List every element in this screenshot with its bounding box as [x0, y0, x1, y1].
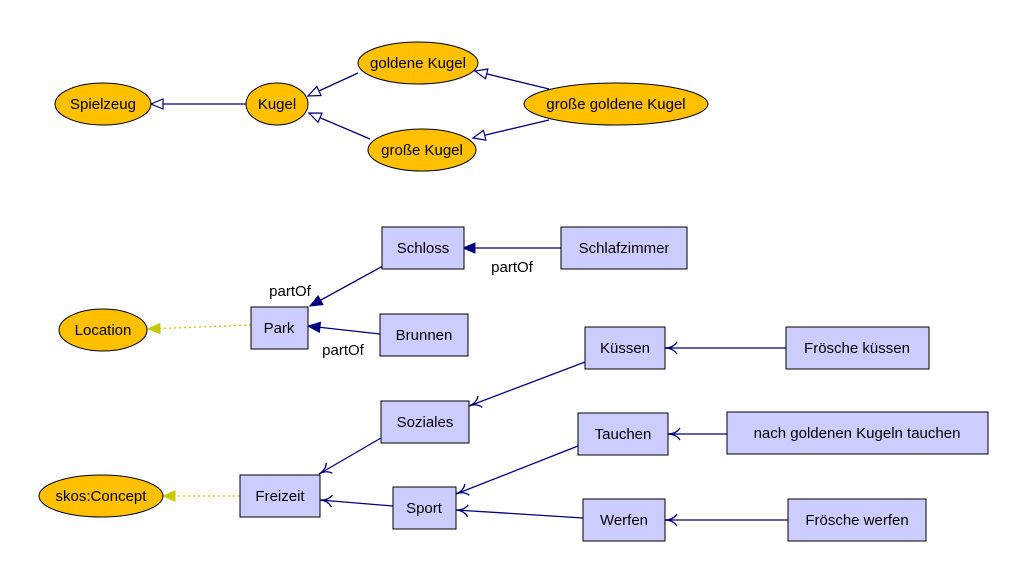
edge-park-location — [148, 325, 252, 329]
edge-kuessen-soziales — [468, 361, 586, 408]
node-froesche-werfen-label: Frösche werfen — [805, 512, 908, 529]
node-skos-concept-label: skos:Concept — [56, 488, 148, 505]
node-froesche-werfen[interactable]: Frösche werfen — [787, 498, 927, 542]
partof-edges — [308, 248, 561, 335]
node-froesche-kuessen-label: Frösche küssen — [804, 340, 910, 357]
broader-edges — [318, 341, 788, 527]
node-brunnen-label: Brunnen — [396, 327, 453, 344]
node-tauchen-label: Tauchen — [595, 426, 652, 443]
node-werfen[interactable]: Werfen — [582, 498, 666, 542]
edge-label-schloss-park: partOf — [269, 283, 312, 300]
node-spielzeug[interactable]: Spielzeug — [54, 82, 152, 126]
node-sport-label: Sport — [406, 500, 443, 517]
node-werfen-label: Werfen — [600, 512, 648, 529]
node-freizeit-label: Freizeit — [255, 488, 305, 505]
node-goldene-kugel-label: goldene Kugel — [370, 55, 466, 72]
node-schloss[interactable]: Schloss — [381, 226, 465, 270]
node-froesche-kuessen[interactable]: Frösche küssen — [785, 326, 930, 370]
node-nach-goldenen-kugeln-tauchen[interactable]: nach goldenen Kugeln tauchen — [726, 411, 989, 455]
node-sport[interactable]: Sport — [392, 486, 457, 530]
node-brunnen[interactable]: Brunnen — [379, 313, 469, 357]
node-skos-concept[interactable]: skos:Concept — [38, 474, 164, 518]
node-kuessen[interactable]: Küssen — [584, 326, 666, 370]
node-location-label: Location — [75, 322, 132, 339]
edge-label-brunnen-park: partOf — [322, 342, 365, 359]
node-nach-goldenen-kugeln-tauchen-label: nach goldenen Kugeln tauchen — [754, 425, 961, 442]
edge-sport-freizeit — [319, 494, 394, 508]
node-kuessen-label: Küssen — [600, 340, 650, 357]
edge-werfen-sport — [455, 504, 584, 519]
edge-soziales-freizeit — [318, 437, 382, 475]
node-schlafzimmer-label: Schlafzimmer — [579, 240, 670, 257]
edge-tauchen-sport — [455, 445, 579, 496]
node-kugel[interactable]: Kugel — [245, 82, 309, 126]
edge-grosse-kugel-kugel — [309, 113, 371, 140]
node-grosse-kugel[interactable]: große Kugel — [367, 128, 477, 172]
node-grosse-kugel-label: große Kugel — [381, 142, 463, 159]
node-park-label: Park — [264, 320, 295, 337]
edge-grosse-goldene-kugel-goldene-kugel — [475, 71, 550, 90]
subclass-edges — [151, 71, 550, 140]
node-location[interactable]: Location — [58, 308, 148, 352]
edge-goldene-kugel-kugel — [308, 72, 359, 96]
node-spielzeug-label: Spielzeug — [70, 96, 136, 113]
node-schlafzimmer[interactable]: Schlafzimmer — [560, 226, 688, 270]
edge-schloss-park — [310, 265, 384, 306]
node-grosse-goldene-kugel[interactable]: große goldene Kugel — [523, 82, 709, 126]
node-tauchen[interactable]: Tauchen — [577, 412, 669, 456]
node-park[interactable]: Park — [250, 306, 309, 350]
edge-label-schlafzimmer-schloss: partOf — [491, 259, 534, 276]
node-schloss-label: Schloss — [397, 240, 450, 257]
node-kugel-label: Kugel — [258, 96, 296, 113]
node-goldene-kugel[interactable]: goldene Kugel — [357, 41, 479, 85]
node-soziales[interactable]: Soziales — [380, 400, 470, 444]
node-freizeit[interactable]: Freizeit — [239, 474, 321, 518]
edge-brunnen-park — [308, 326, 381, 335]
node-grosse-goldene-kugel-label: große goldene Kugel — [546, 96, 685, 113]
node-soziales-label: Soziales — [397, 414, 454, 431]
edge-grosse-goldene-kugel-grosse-kugel — [473, 119, 550, 138]
